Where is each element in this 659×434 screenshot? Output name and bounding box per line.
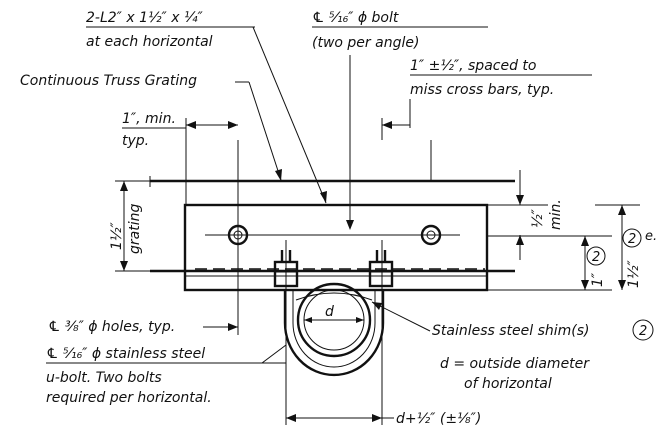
- svg-text:d = outside diameter: d = outside diameter: [440, 356, 590, 372]
- svg-text:1″, min.: 1″, min.: [122, 111, 176, 127]
- svg-text:2-L2″ x 1½″ x ¼″: 2-L2″ x 1½″ x ¼″: [86, 10, 204, 26]
- shim: [295, 292, 373, 301]
- note-circle-2-c: [632, 319, 654, 341]
- edge-text: e.: [645, 229, 657, 244]
- label-min-typ: 1″, min. typ.: [122, 111, 238, 205]
- svg-text:at each horizontal: at each horizontal: [86, 34, 213, 50]
- label-angle: 2-L2″ x 1½″ x ¼″ at each horizontal: [86, 10, 327, 204]
- svg-text:min.: min.: [548, 199, 564, 230]
- pipe-d-label: d: [325, 304, 334, 320]
- grating-assembly: [149, 176, 515, 292]
- svg-text:Stainless steel shim(s): Stainless steel shim(s): [432, 323, 590, 339]
- svg-text:of horizontal: of horizontal: [464, 376, 552, 392]
- svg-text:required per horizontal.: required per horizontal.: [46, 390, 212, 406]
- nut-right: [368, 260, 394, 288]
- svg-text:½″: ½″: [530, 208, 546, 228]
- svg-text:(two per angle): (two per angle): [312, 35, 419, 51]
- svg-text:1½″: 1½″: [626, 260, 642, 288]
- dim-bottom: d+½″ (±⅛″): [286, 411, 481, 427]
- horizontal-pipe-outer: [296, 282, 372, 358]
- centerlines: [237, 62, 432, 425]
- dim-half-min: ½″ min.: [487, 170, 564, 260]
- svg-text:1″: 1″: [590, 272, 606, 287]
- svg-text:grating: grating: [127, 204, 143, 254]
- svg-text:miss cross bars, typ.: miss cross bars, typ.: [410, 82, 554, 98]
- svg-text:℄ ⁵⁄₁₆″ ϕ bolt: ℄ ⁵⁄₁₆″ ϕ bolt: [312, 10, 399, 26]
- label-spacing: 1″ ±½″, spaced to miss cross bars, typ.: [381, 58, 592, 140]
- u-bolt-assembly: d: [273, 250, 394, 377]
- label-shim: Stainless steel shim(s) 2: [371, 301, 654, 341]
- svg-text:1″ ±½″, spaced to: 1″ ±½″, spaced to: [410, 58, 536, 74]
- label-d-definition: d = outside diameter of horizontal: [440, 356, 590, 392]
- svg-text:typ.: typ.: [122, 133, 149, 149]
- svg-text:1½″: 1½″: [109, 222, 125, 250]
- note-circle-2-b: [622, 228, 642, 248]
- u-bolt: [283, 290, 385, 377]
- label-grating: Continuous Truss Grating: [20, 73, 282, 181]
- svg-text:2: 2: [592, 250, 600, 265]
- svg-text:Continuous Truss Grating: Continuous Truss Grating: [20, 73, 197, 89]
- svg-text:℄ ³⁄₈″ ϕ holes, typ.: ℄ ³⁄₈″ ϕ holes, typ.: [48, 319, 175, 335]
- dim-1half-inch: 1½″ 2: [595, 204, 642, 290]
- svg-text:u-bolt. Two bolts: u-bolt. Two bolts: [46, 370, 162, 386]
- angle-plate: [183, 203, 489, 292]
- label-holes: ℄ ³⁄₈″ ϕ holes, typ.: [48, 319, 238, 335]
- dim-grating-height: 1½″ grating: [109, 180, 150, 272]
- dim-1inch: 1″ 2: [487, 235, 612, 291]
- svg-text:℄ ⁵⁄₁₆″ ϕ stainless steel: ℄ ⁵⁄₁₆″ ϕ stainless steel: [46, 346, 205, 362]
- svg-text:d+½″ (±⅛″): d+½″ (±⅛″): [396, 411, 481, 427]
- note-circle-2-a: [586, 246, 606, 266]
- label-bolt: ℄ ⁵⁄₁₆″ ϕ bolt (two per angle): [312, 10, 488, 230]
- svg-text:2: 2: [639, 324, 647, 339]
- bolt-hole-right: [420, 224, 442, 246]
- svg-text:2: 2: [628, 232, 636, 247]
- label-ubolt: ℄ ⁵⁄₁₆″ ϕ stainless steel u-bolt. Two bo…: [46, 344, 287, 406]
